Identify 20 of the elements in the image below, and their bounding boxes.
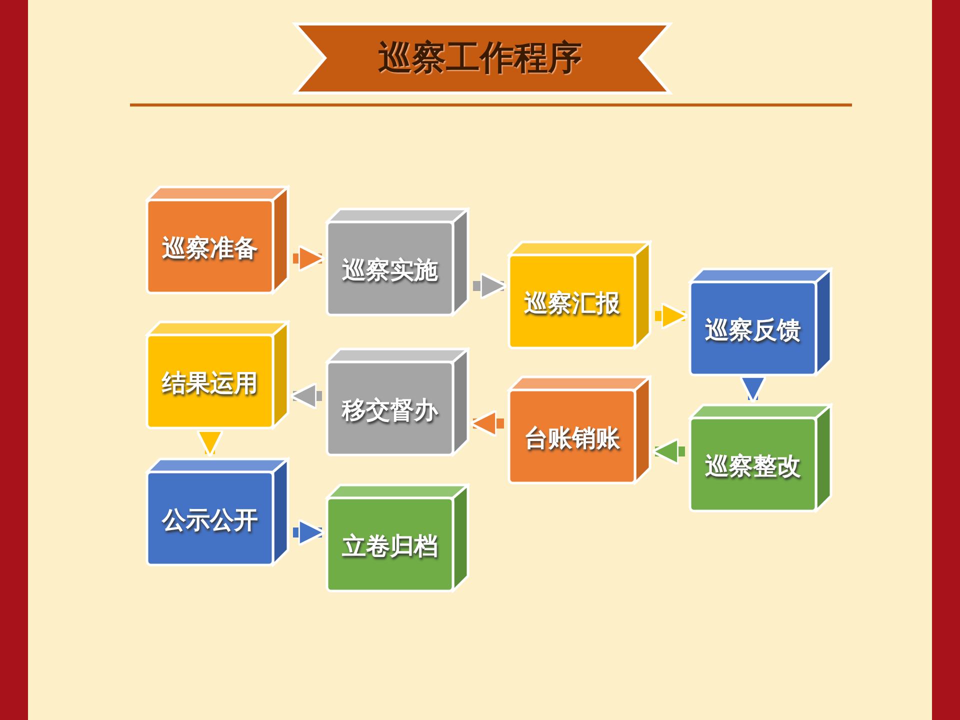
step-label: 台账销账 bbox=[524, 422, 620, 454]
step-label: 立卷归档 bbox=[342, 530, 438, 562]
step-label: 移交督办 bbox=[342, 394, 438, 426]
step-label: 巡察准备 bbox=[162, 232, 258, 264]
step-label: 巡察反馈 bbox=[705, 314, 801, 346]
block-arrow bbox=[655, 302, 689, 330]
block-arrow bbox=[469, 409, 504, 438]
step-label: 巡察实施 bbox=[342, 254, 438, 286]
block-arrow bbox=[289, 382, 322, 410]
block-arrow bbox=[738, 375, 768, 404]
block-arrow bbox=[293, 518, 326, 547]
step-label: 结果运用 bbox=[162, 368, 258, 398]
block-arrow bbox=[473, 272, 508, 300]
step-label: 公示公开 bbox=[162, 504, 258, 536]
title: 巡察工作程序 bbox=[377, 38, 583, 78]
step-label: 巡察整改 bbox=[705, 450, 801, 482]
step-label: 巡察汇报 bbox=[524, 288, 620, 318]
block-arrow bbox=[293, 244, 326, 273]
block-arrow bbox=[651, 437, 685, 466]
block-arrow bbox=[196, 429, 224, 458]
